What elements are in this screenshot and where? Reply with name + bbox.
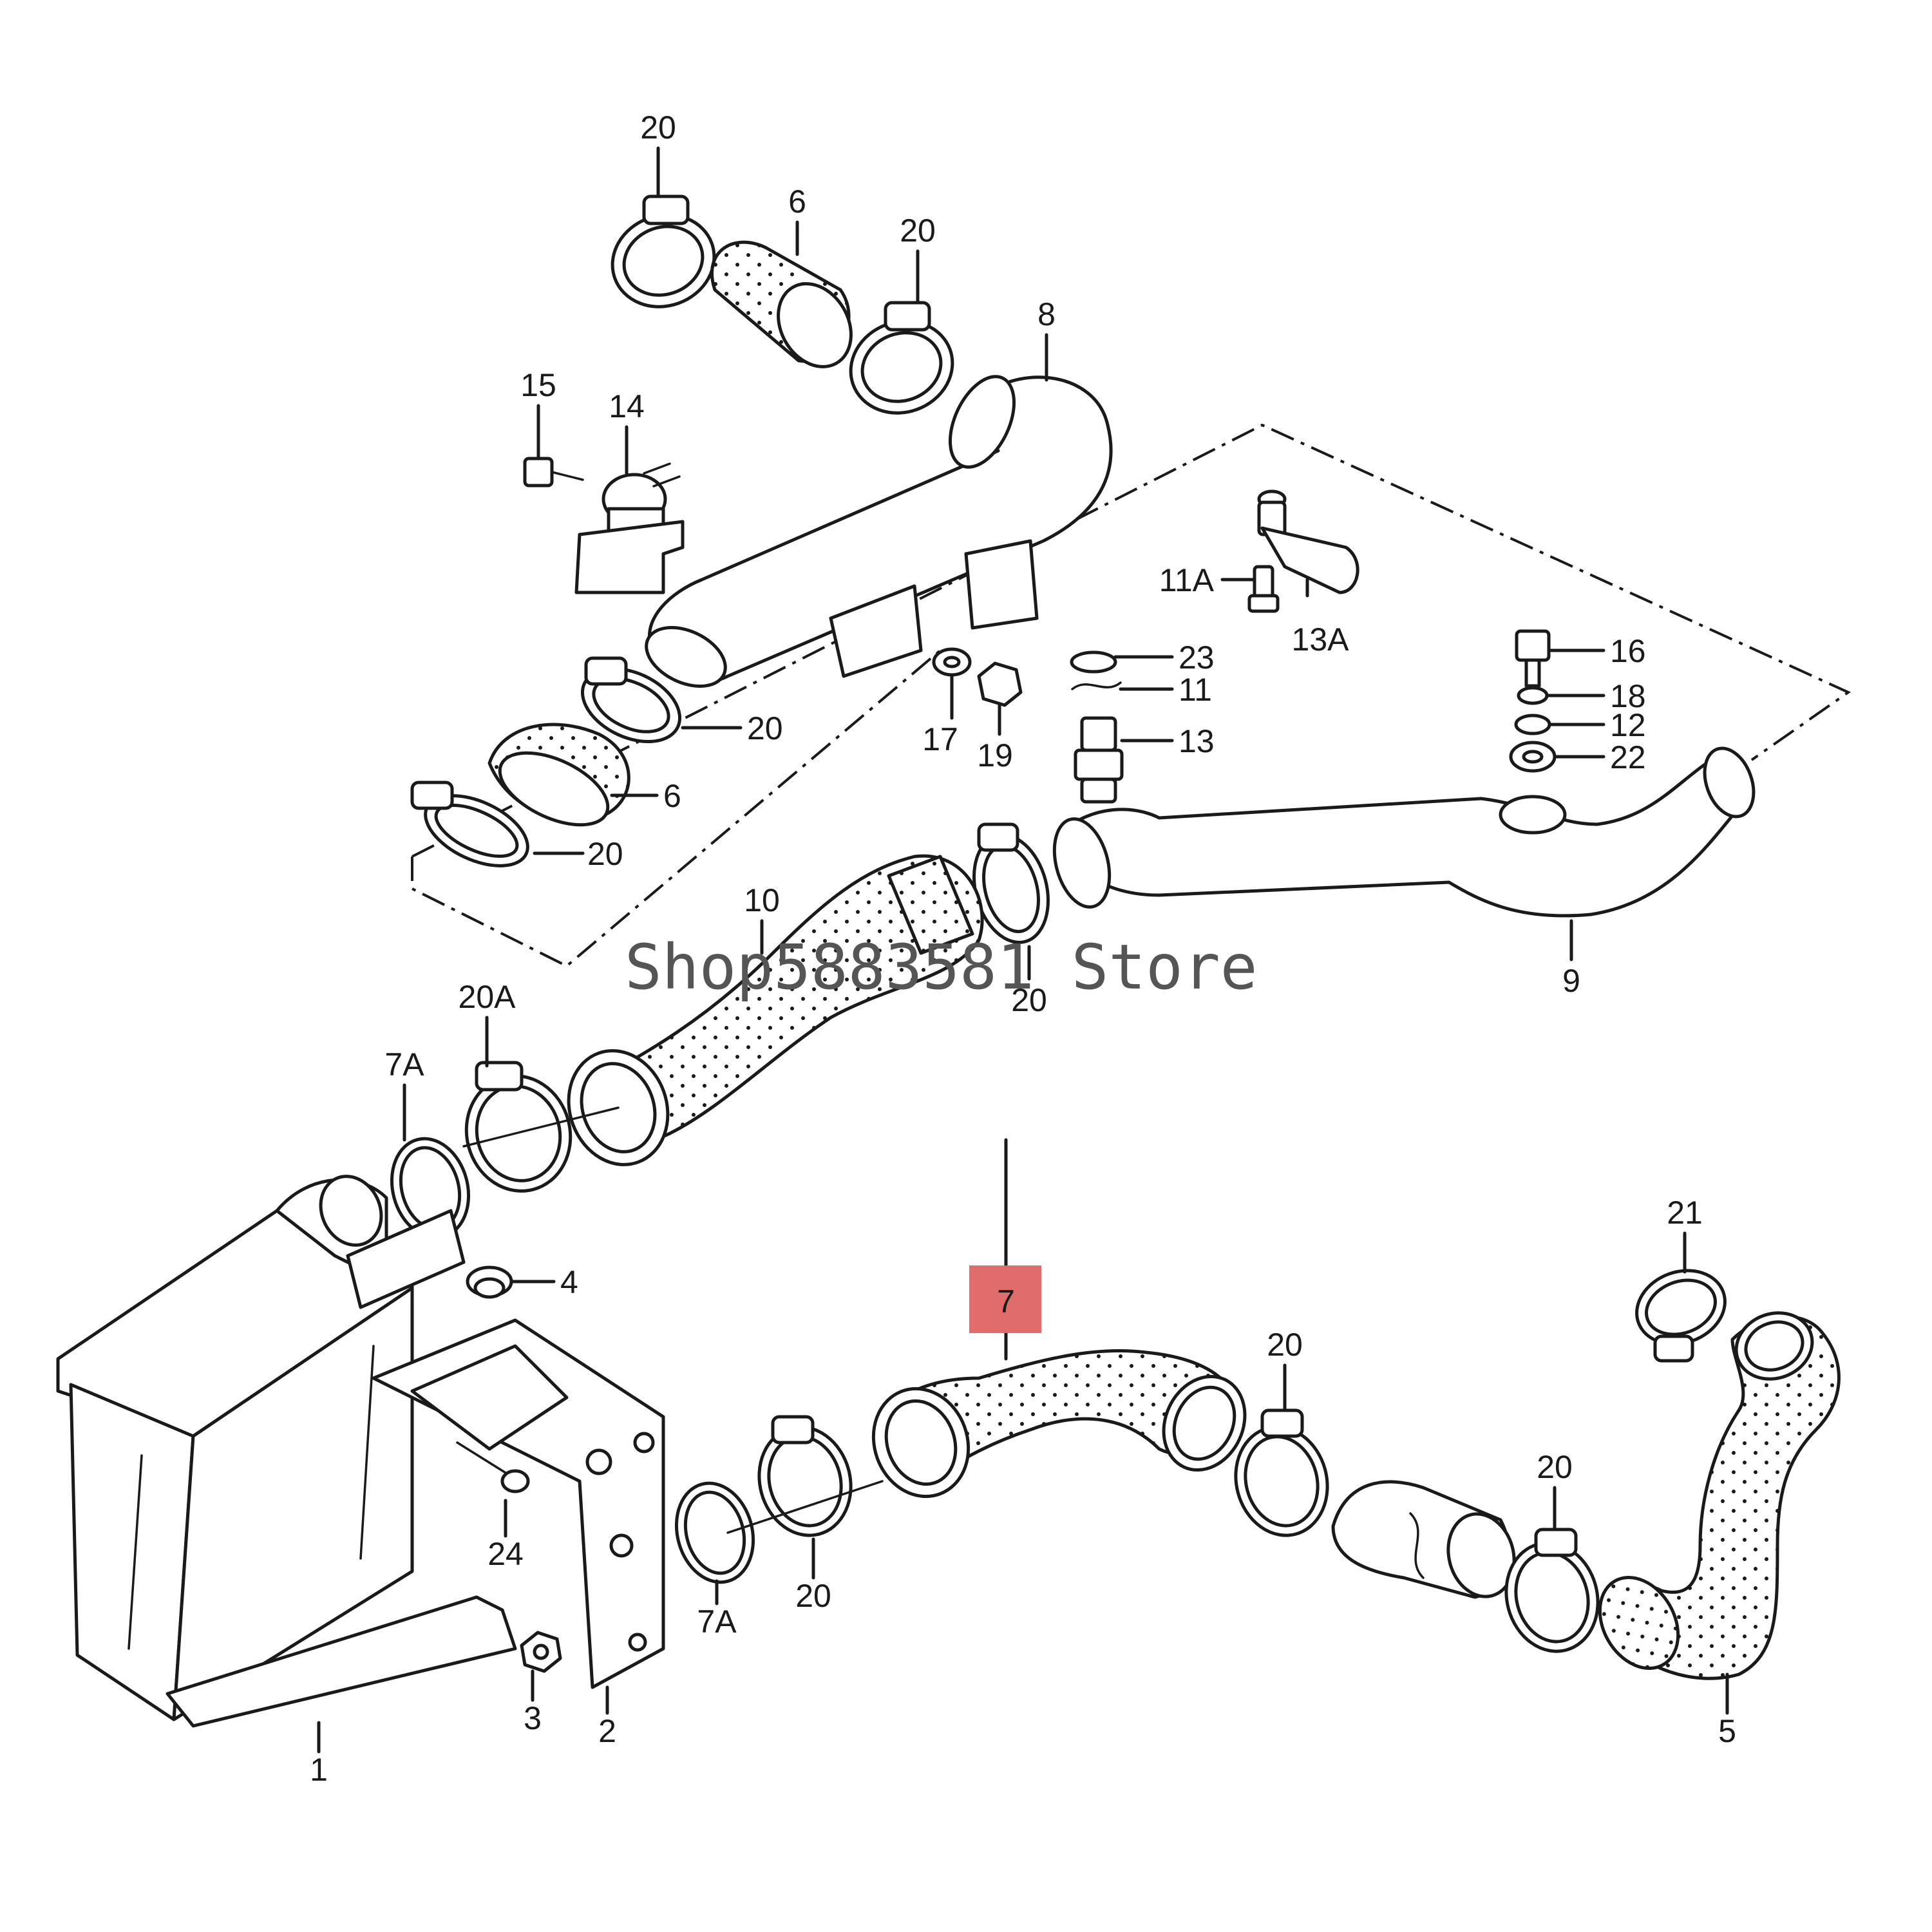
callout-labels: 20 6 20 8 15 14 11A 13A 23 11 13 17 19 2…: [310, 109, 1736, 1788]
grommet-22: [1509, 741, 1557, 773]
connector-pipe: [1331, 1480, 1516, 1599]
callout-11A: 11A: [1159, 562, 1215, 598]
clamp-20-mid: [580, 656, 682, 744]
rubber-mount-4: [466, 1265, 513, 1299]
pin-24: [456, 1441, 530, 1493]
intercooler-hose-7: [871, 1349, 1247, 1499]
store-watermark: Shop5883581 Store: [625, 931, 1258, 1003]
clamp-20-bottom: [757, 1415, 853, 1537]
nut-3: [520, 1631, 562, 1673]
callout-8: 8: [1037, 296, 1056, 332]
hose-5: [1598, 1311, 1841, 1680]
nut-19: [977, 661, 1023, 707]
intercooler-1: [56, 1175, 517, 1728]
highlight-box-7: [969, 1265, 1041, 1333]
bolt-15: [523, 457, 584, 488]
callout-9: 9: [1562, 963, 1580, 999]
callout-20-mid: 20: [747, 710, 783, 746]
washer-12: [1514, 714, 1551, 735]
callout-18: 18: [1610, 678, 1646, 714]
bolt-16: [1515, 629, 1551, 688]
clamp-21: [1635, 1269, 1727, 1363]
callout-20A: 20A: [459, 979, 516, 1015]
hose-clamp-top-left: [611, 194, 716, 308]
clamp-20-right: [1234, 1408, 1329, 1537]
screw-11A: [1247, 565, 1280, 613]
callout-5: 5: [1718, 1713, 1736, 1749]
pipe-9: [1052, 746, 1756, 918]
valve-14: [574, 462, 685, 594]
sensor-13: [1074, 716, 1124, 804]
callout-12: 12: [1610, 707, 1646, 743]
callout-1: 1: [310, 1752, 328, 1788]
callout-7: 7: [997, 1283, 1015, 1320]
callout-24: 24: [488, 1536, 524, 1572]
clamp-20-hose: [972, 822, 1050, 944]
callout-13A: 13A: [1292, 621, 1350, 658]
hose-clamp-top-right: [849, 301, 954, 415]
callout-6-top: 6: [788, 184, 806, 220]
callout-16: 16: [1610, 633, 1646, 669]
washer-17: [932, 647, 972, 677]
sleeve-6-mid: [488, 723, 630, 827]
callout-23: 23: [1179, 639, 1215, 676]
bracket-2: [346, 1209, 665, 1689]
callout-7A-bottom: 7A: [697, 1604, 737, 1640]
callout-20-bottom: 20: [795, 1578, 831, 1614]
callout-2: 2: [598, 1713, 616, 1749]
callout-3: 3: [524, 1700, 542, 1736]
callout-20-right: 20: [1267, 1327, 1303, 1363]
assembly-line-top: [462, 1106, 620, 1148]
o-ring-7A-bottom: [674, 1481, 755, 1584]
callout-20-lower: 20: [587, 836, 623, 872]
clip-11: [1071, 681, 1122, 690]
clamp-20-far-right: [1504, 1528, 1600, 1653]
callout-11: 11: [1179, 672, 1212, 708]
washer-18: [1517, 686, 1549, 705]
callout-7A-top: 7A: [384, 1046, 424, 1083]
seal-23: [1070, 650, 1117, 674]
leader-lines: [317, 146, 1729, 1754]
callout-22: 22: [1610, 739, 1646, 775]
intake-pipe-8: [645, 375, 1113, 688]
callout-19: 19: [977, 737, 1013, 773]
hose-sleeve-6-top: [710, 240, 853, 368]
pressure-sensor-13A: [1257, 489, 1359, 594]
callout-15: 15: [520, 367, 556, 403]
callout-20-top-2: 20: [900, 213, 936, 249]
callout-20-far-right: 20: [1537, 1449, 1573, 1485]
callout-17: 17: [922, 721, 958, 757]
callout-10: 10: [744, 882, 780, 918]
callout-20-top: 20: [640, 109, 676, 146]
callout-13: 13: [1179, 723, 1215, 759]
callout-6-mid: 6: [663, 778, 681, 814]
callout-21: 21: [1667, 1195, 1703, 1231]
callout-20-hose: 20: [1011, 982, 1047, 1018]
dashed-group-outline: [411, 423, 1852, 968]
callout-4: 4: [560, 1264, 578, 1300]
clamp-20-lower: [410, 781, 529, 867]
assembly-line-bottom: [726, 1480, 884, 1534]
callout-14: 14: [609, 388, 645, 424]
